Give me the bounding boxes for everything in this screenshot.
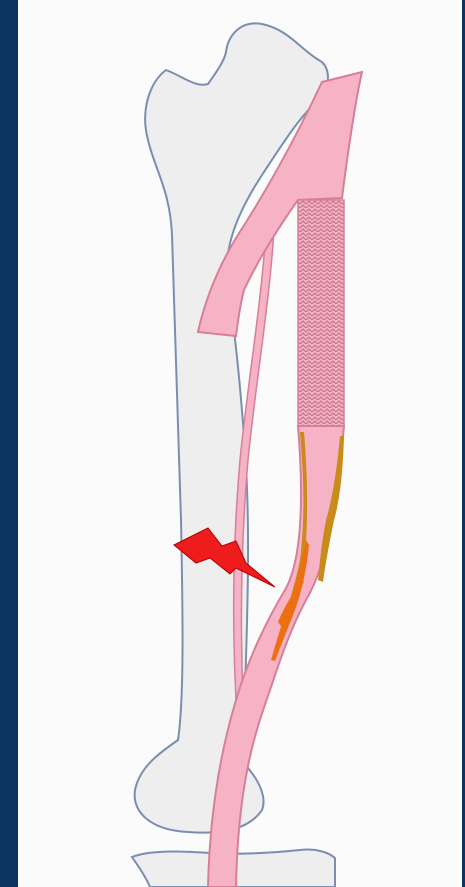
vascular-graft xyxy=(298,200,344,426)
